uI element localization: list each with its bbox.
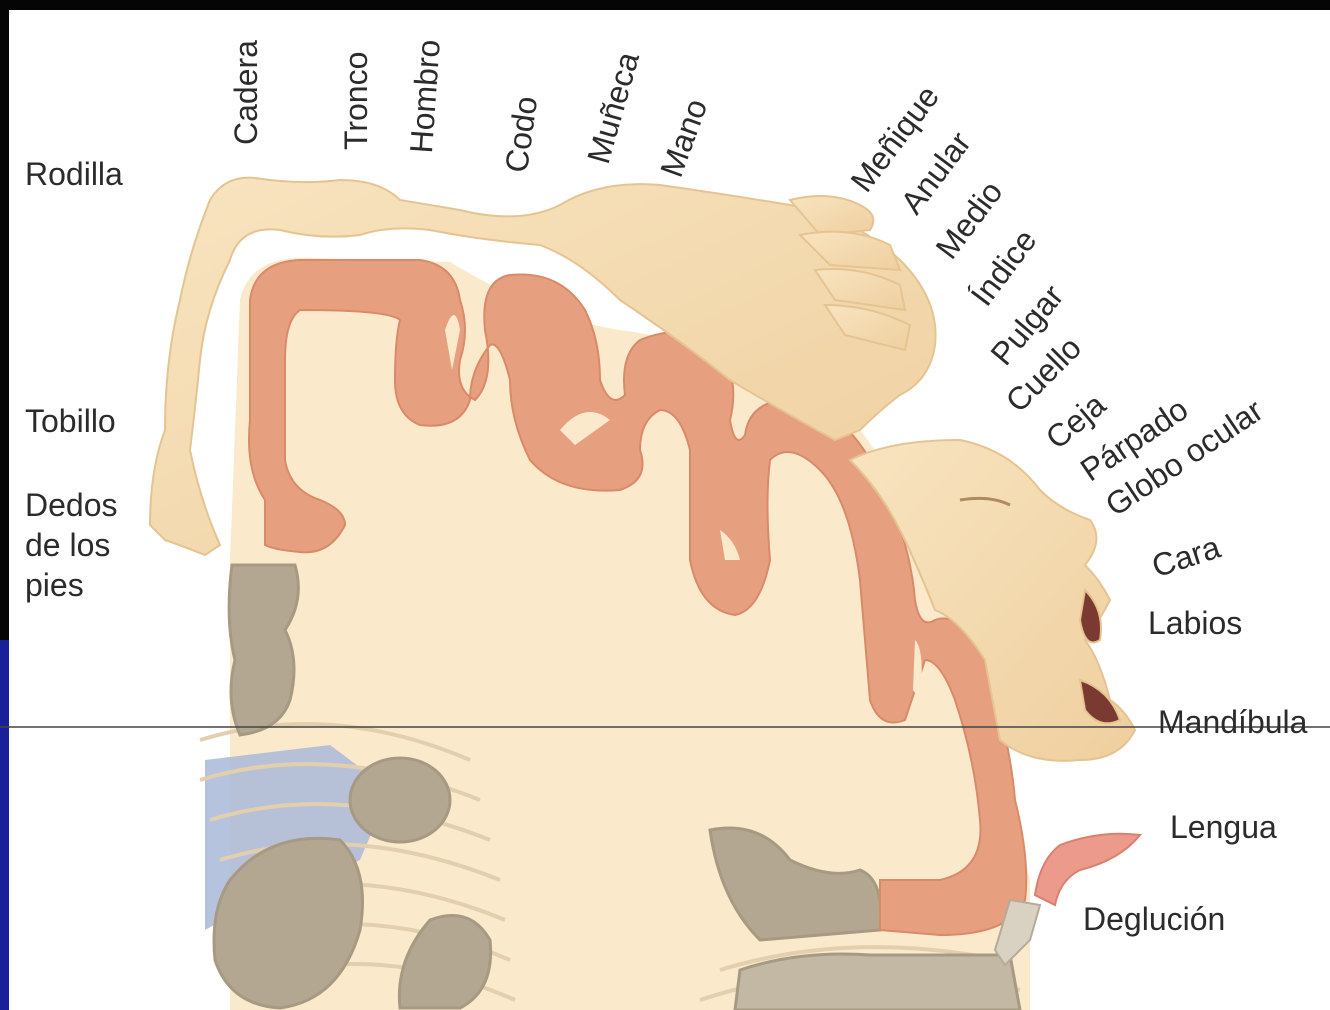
label-tronco: Tronco (340, 52, 372, 150)
label-lengua: Lengua (1170, 811, 1277, 843)
label-dedos-line-1: Dedos (25, 485, 118, 525)
label-dedos-line-3: pies (25, 565, 118, 605)
tongue-figure (1035, 834, 1140, 905)
top-border (0, 0, 1330, 10)
left-blue-edge (0, 640, 9, 1010)
label-deglucion: Deglución (1083, 903, 1225, 935)
label-hombro: Hombro (405, 38, 445, 154)
label-mandibula: Mandíbula (1158, 706, 1307, 738)
label-dedos-de-los-pies: Dedos de los pies (25, 485, 118, 605)
label-rodilla: Rodilla (25, 158, 123, 190)
label-labios: Labios (1148, 607, 1242, 639)
label-dedos-line-2: de los (25, 525, 118, 565)
label-cadera: Cadera (230, 40, 262, 145)
label-tobillo: Tobillo (25, 405, 116, 437)
